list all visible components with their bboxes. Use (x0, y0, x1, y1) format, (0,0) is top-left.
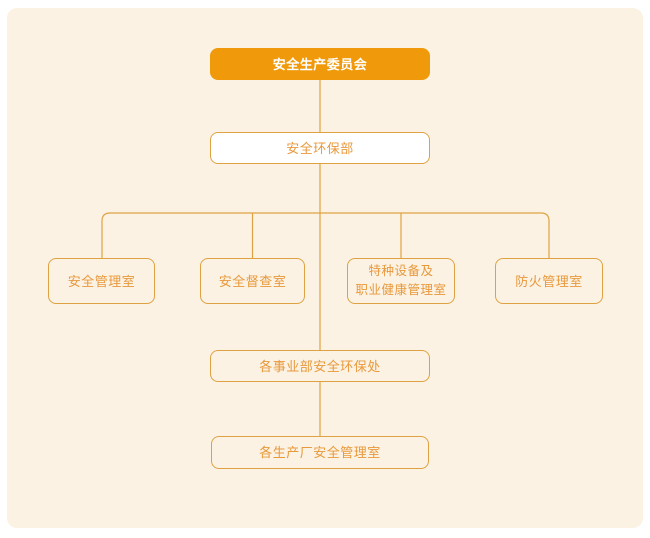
node-safety-supervision-office[interactable]: 安全督查室 (200, 258, 305, 304)
node-fire-prevention-office[interactable]: 防火管理室 (495, 258, 603, 304)
node-safety-environment-dept[interactable]: 安全环保部 (210, 132, 430, 164)
diagram-canvas (7, 8, 643, 528)
node-label-line2: 职业健康管理室 (355, 283, 447, 297)
node-special-equipment-occupational-health-office[interactable]: 特种设备及 职业健康管理室 (347, 258, 455, 304)
node-division-safety-env-office[interactable]: 各事业部安全环保处 (210, 350, 430, 382)
node-label: 安全管理室 (67, 273, 136, 289)
node-label: 各生产厂安全管理室 (259, 445, 381, 460)
node-safety-production-committee[interactable]: 安全生产委员会 (210, 48, 430, 80)
node-plant-safety-management-office[interactable]: 各生产厂安全管理室 (211, 436, 429, 469)
node-label: 防火管理室 (515, 273, 583, 289)
node-label: 安全督查室 (218, 273, 287, 289)
node-label: 安全环保部 (286, 140, 354, 156)
node-label: 安全生产委员会 (272, 56, 368, 72)
node-label-line1: 特种设备及 (368, 264, 434, 278)
node-label: 各事业部安全环保处 (259, 358, 381, 374)
node-safety-management-office[interactable]: 安全管理室 (48, 258, 155, 304)
